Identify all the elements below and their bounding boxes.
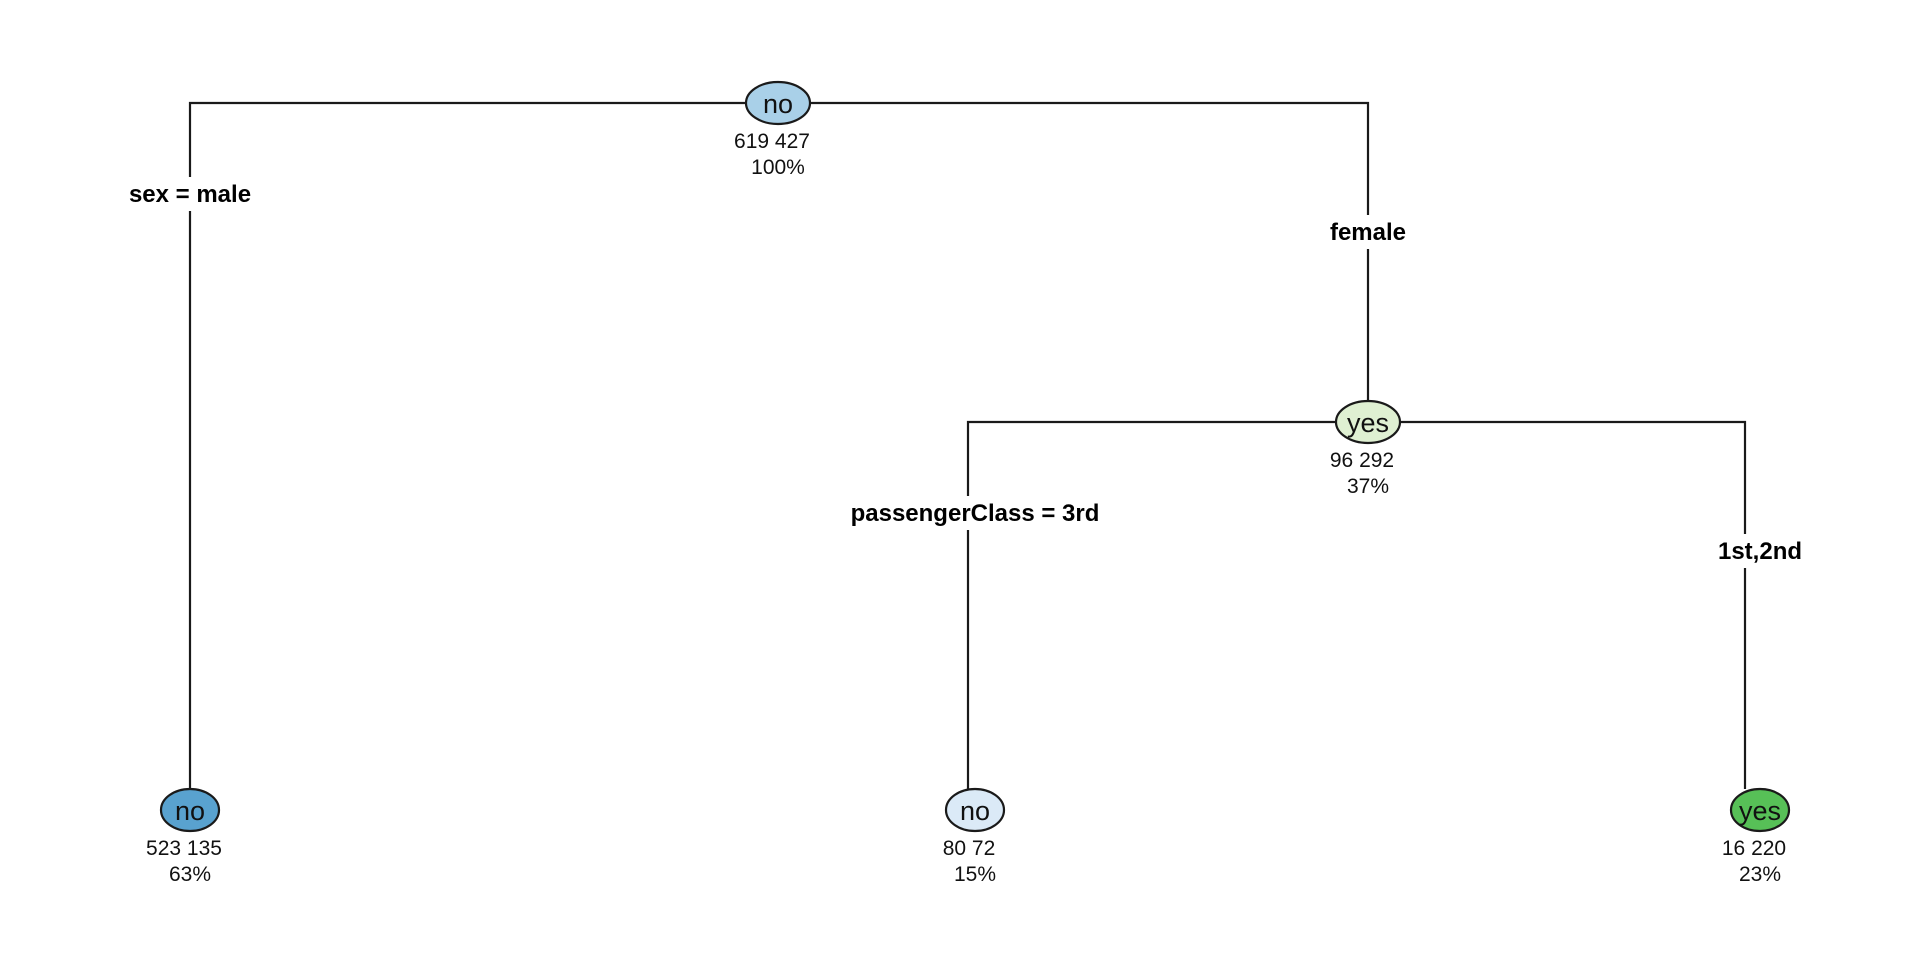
node-ellipse-leaf-male (159, 787, 221, 833)
node-ellipse-leaf-female-3rd (944, 787, 1006, 833)
node-counts-female-node: 96 292 (1330, 449, 1394, 472)
split-sex-male-text: sex = male (129, 181, 251, 208)
tree-edge-root-to-leaf-male (188, 101, 746, 789)
tree-edges (188, 101, 1747, 789)
tree-split-labels: sex = male female passengerClass = 3rd 1st,… (116, 177, 1815, 568)
tree-edge-female-node-to-leaf-female-1st2nd (1400, 420, 1747, 789)
tree-edge-female-node-to-leaf-female-3rd (966, 420, 1336, 789)
split-class-1st2nd-backdrop (1705, 534, 1815, 568)
node-ellipse-leaf-female-1st2nd (1729, 787, 1791, 833)
node-class-label-leaf-female-1st2nd: yes (1739, 796, 1781, 826)
tree-node-female-node: yes 96 292 37% (1330, 399, 1402, 498)
node-percent-root: 100% (751, 156, 805, 179)
node-class-label-leaf-male: no (175, 796, 205, 826)
node-class-label-female-node: yes (1347, 408, 1389, 438)
tree-edge-root-to-female-node (810, 101, 1370, 401)
split-class-1st2nd-text: 1st,2nd (1718, 538, 1802, 565)
tree-node-root: no 619 427 100% (734, 80, 812, 179)
split-class-1st2nd: 1st,2nd (1705, 534, 1815, 568)
node-counts-root: 619 427 (734, 130, 810, 153)
split-class-3rd-backdrop (836, 496, 1114, 530)
node-percent-leaf-female-1st2nd: 23% (1739, 863, 1781, 886)
split-class-3rd: passengerClass = 3rd (836, 496, 1114, 530)
node-class-label-root: no (763, 89, 793, 119)
node-percent-leaf-male: 63% (169, 863, 211, 886)
split-sex-female: female (1320, 215, 1416, 249)
split-sex-male-backdrop (116, 177, 264, 211)
tree-node-leaf-female-1st2nd: yes 16 220 23% (1722, 787, 1791, 886)
split-sex-female-text: female (1330, 219, 1406, 246)
split-class-3rd-text: passengerClass = 3rd (851, 500, 1100, 527)
node-percent-leaf-female-3rd: 15% (954, 863, 996, 886)
tree-node-leaf-male: no 523 135 63% (146, 787, 222, 886)
node-counts-leaf-male: 523 135 (146, 837, 222, 860)
node-counts-leaf-female-1st2nd: 16 220 (1722, 837, 1786, 860)
node-ellipse-female-node (1334, 399, 1402, 445)
node-ellipse-root (744, 80, 812, 126)
split-sex-female-backdrop (1320, 215, 1416, 249)
tree-node-leaf-female-3rd: no 80 72 15% (943, 787, 1006, 886)
node-class-label-leaf-female-3rd: no (960, 796, 990, 826)
node-percent-female-node: 37% (1347, 475, 1389, 498)
split-sex-male: sex = male (116, 177, 264, 211)
node-counts-leaf-female-3rd: 80 72 (943, 837, 996, 860)
tree-nodes: no 619 427 100% yes 96 292 37% no 523 135 63% no 8… (146, 80, 1791, 886)
